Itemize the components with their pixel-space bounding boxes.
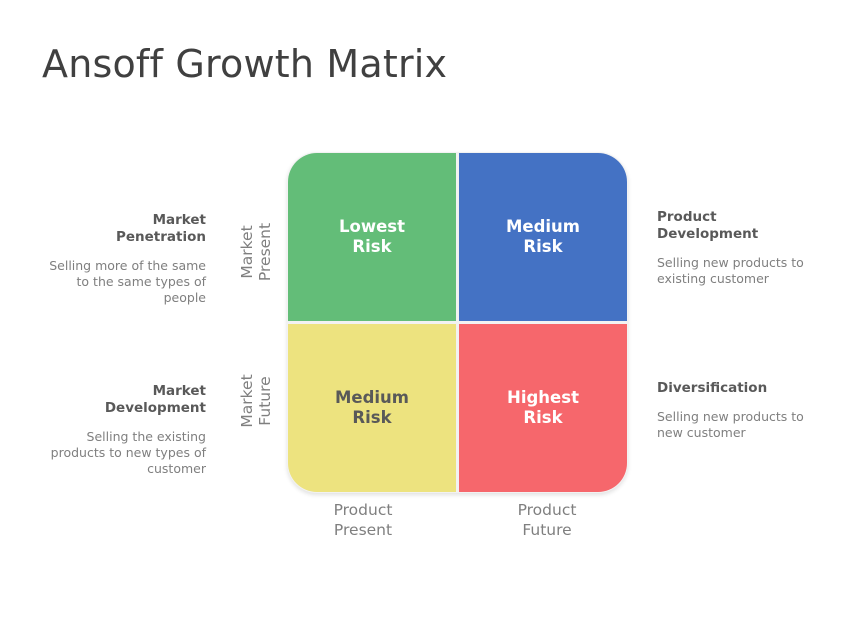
quadrant-label: Medium Risk (334, 388, 410, 427)
strategy-heading: Product Development (657, 209, 759, 242)
quadrant-highest-risk: Highest Risk (459, 324, 627, 492)
strategy-market-penetration: Market Penetration Selling more of the s… (31, 212, 206, 306)
strategy-product-development: Product Development Selling new products… (657, 209, 832, 287)
strategy-heading: Market Development (104, 383, 206, 416)
strategy-market-development: Market Development Selling the existing … (31, 383, 206, 477)
strategy-heading: Diversification (657, 380, 768, 396)
strategy-diversification: Diversification Selling new products to … (657, 380, 832, 441)
column-label-product-present: Product Present (333, 501, 393, 539)
ansoff-matrix: Lowest Risk Medium Risk Medium Risk High… (287, 152, 628, 493)
quadrant-medium-risk-top: Medium Risk (459, 153, 627, 321)
quadrant-label: Medium Risk (505, 217, 581, 256)
strategy-description: Selling new products to new customer (657, 409, 804, 440)
column-label-product-future: Product Future (517, 501, 577, 539)
quadrant-label: Lowest Risk (339, 217, 405, 256)
strategy-description: Selling the existing products to new typ… (50, 429, 206, 476)
row-label-market-present: Market Present (238, 222, 274, 282)
page-title: Ansoff Growth Matrix (42, 42, 448, 86)
quadrant-medium-risk-bottom: Medium Risk (288, 324, 456, 492)
quadrant-label: Highest Risk (507, 388, 579, 427)
quadrant-lowest-risk: Lowest Risk (288, 153, 456, 321)
row-label-market-future: Market Future (238, 374, 274, 428)
strategy-description: Selling new products to existing custome… (657, 255, 804, 286)
strategy-heading: Market Penetration (115, 212, 206, 245)
strategy-description: Selling more of the same to the same typ… (49, 258, 206, 305)
